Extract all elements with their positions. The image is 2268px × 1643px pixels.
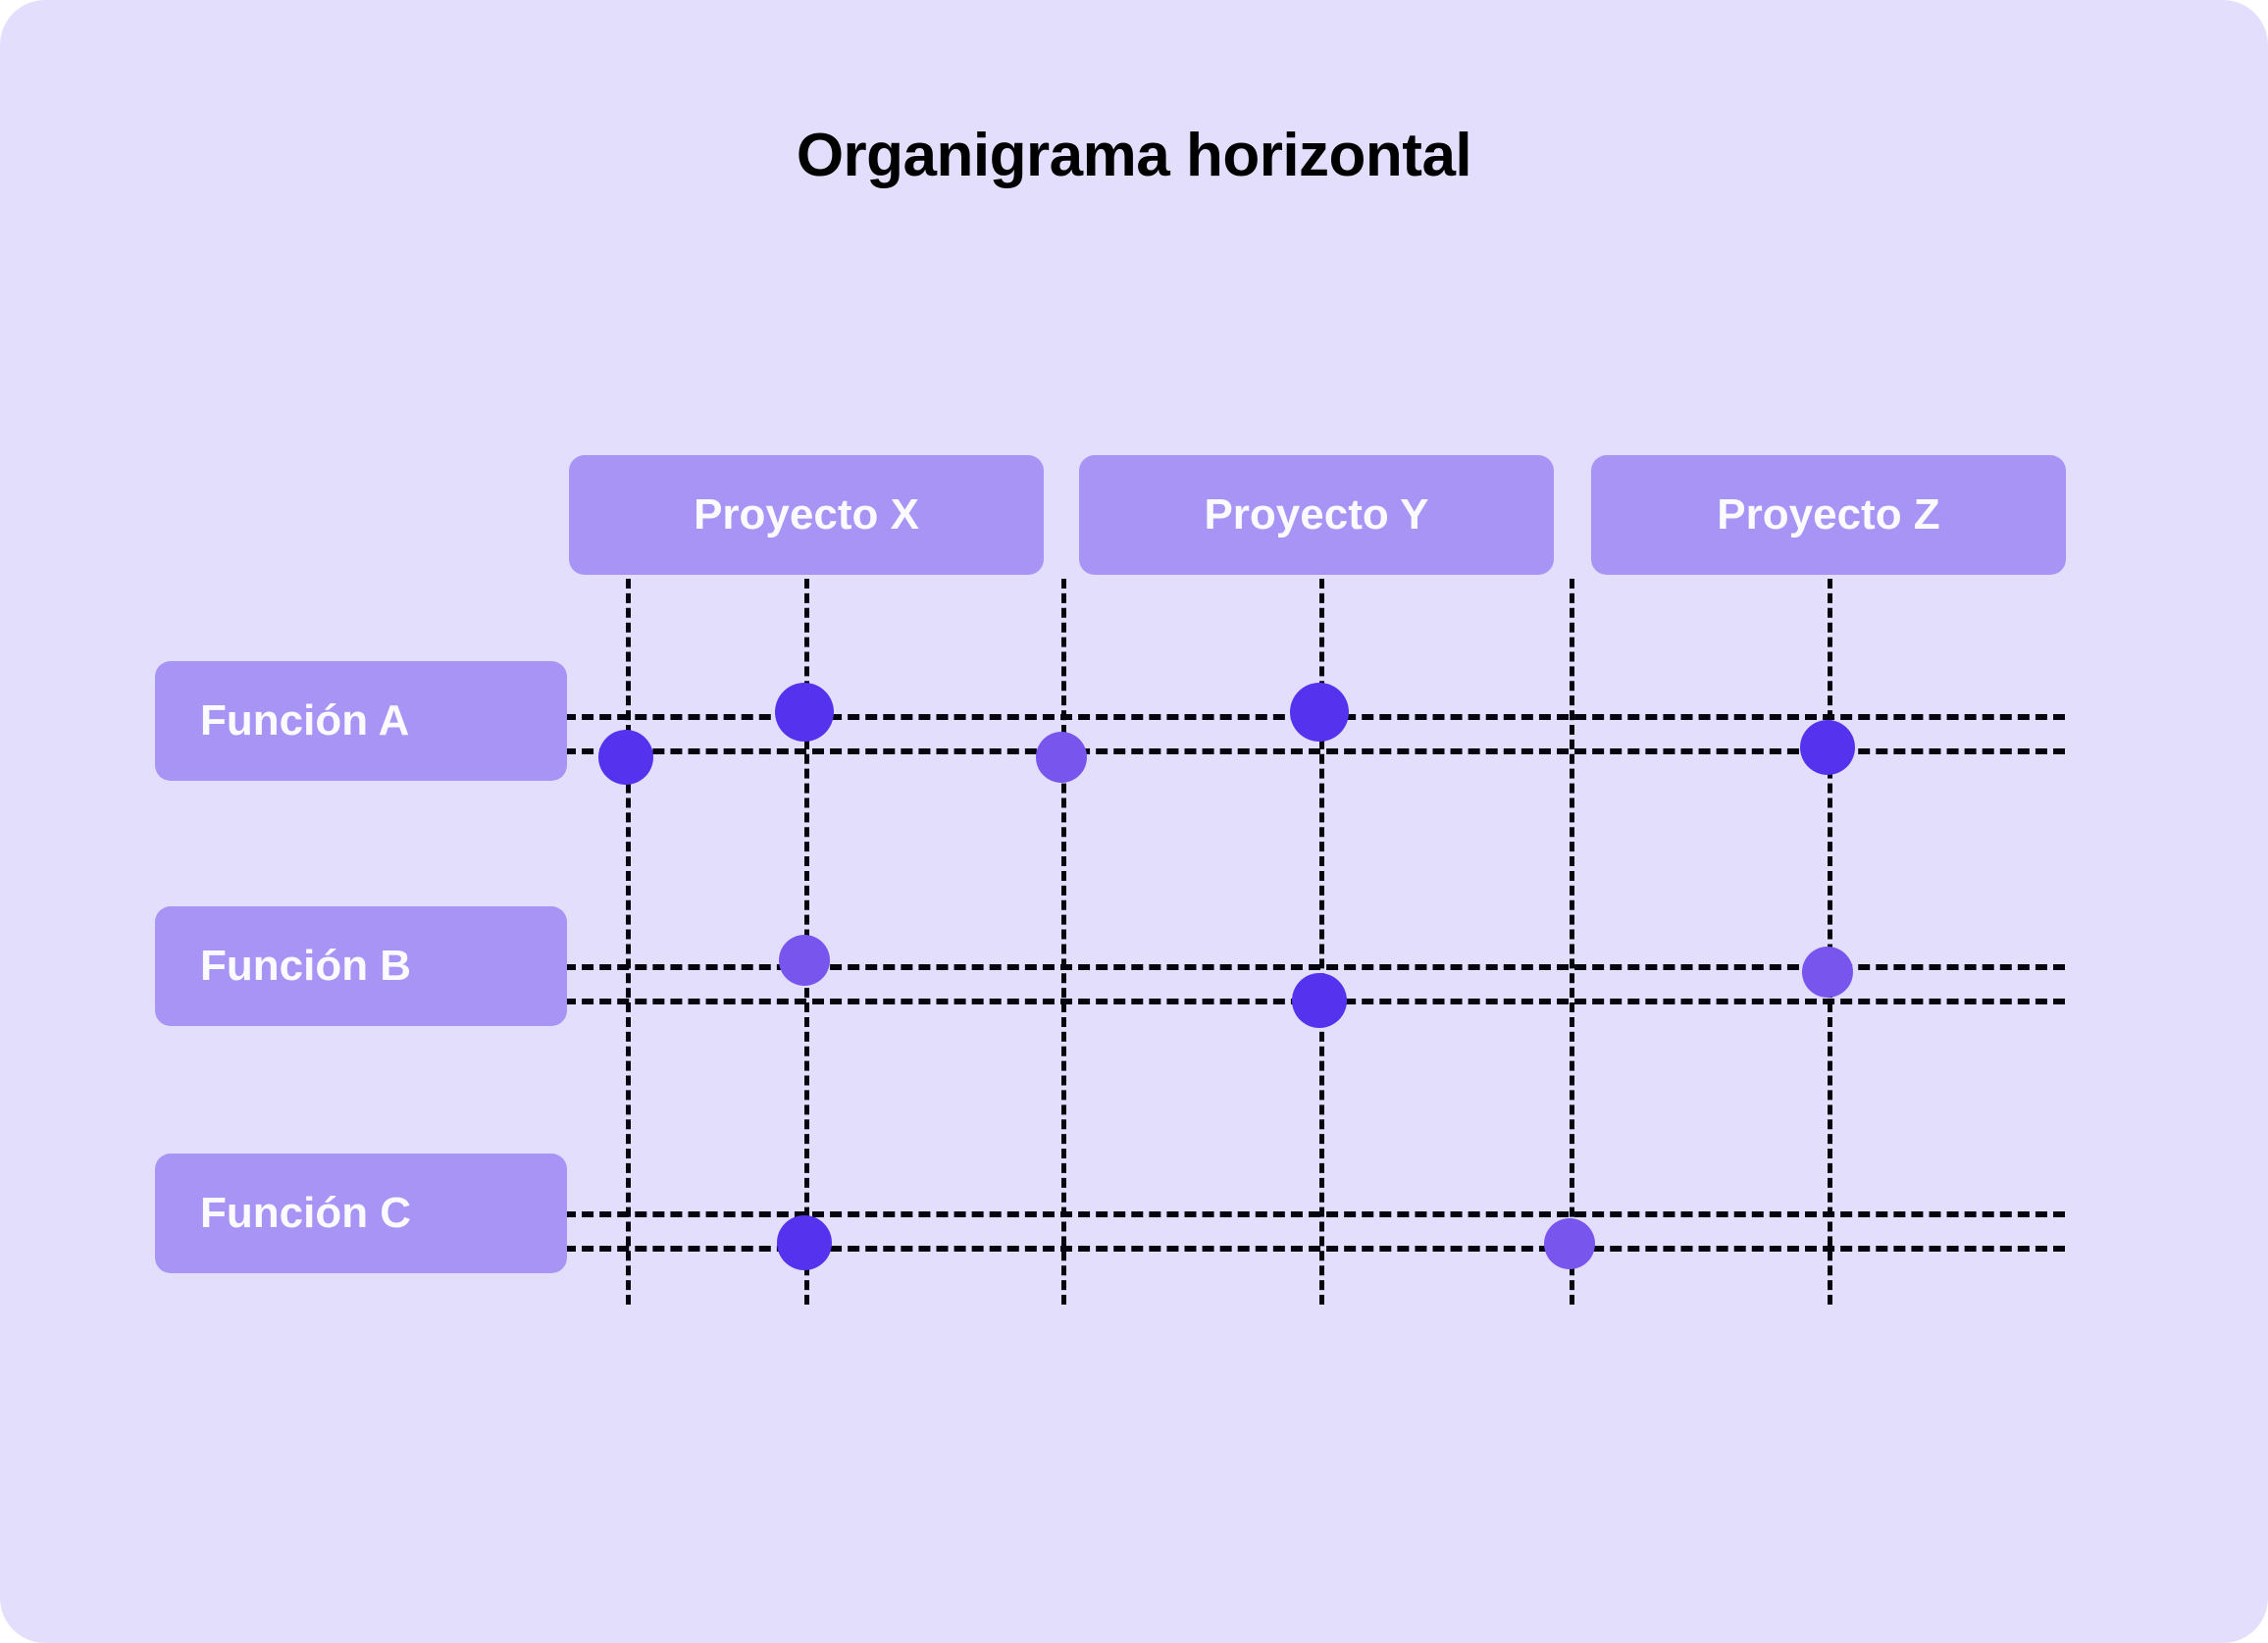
column-label-proyecto-y[interactable]: Proyecto Y [1079, 455, 1554, 575]
gridline-vertical-3 [1061, 579, 1066, 1305]
column-label-proyecto-x[interactable]: Proyecto X [569, 455, 1044, 575]
row-label-text: Función C [200, 1189, 412, 1237]
data-point[interactable] [777, 1215, 832, 1270]
gridline-vertical-4 [1319, 579, 1324, 1305]
data-point[interactable] [1290, 683, 1349, 742]
gridline-horizontal-c1 [564, 1211, 2065, 1217]
data-point[interactable] [1036, 732, 1087, 783]
data-point[interactable] [1292, 973, 1347, 1028]
gridline-vertical-6 [1828, 579, 1832, 1305]
gridline-horizontal-c2 [564, 1246, 2065, 1252]
data-point[interactable] [598, 730, 653, 785]
data-point[interactable] [775, 683, 834, 742]
column-label-text: Proyecto Y [1204, 490, 1429, 539]
page-title: Organigrama horizontal [796, 122, 1472, 189]
column-label-text: Proyecto Z [1717, 490, 1940, 539]
column-label-text: Proyecto X [694, 490, 919, 539]
row-label-funcion-c[interactable]: Función C [155, 1154, 567, 1273]
gridline-horizontal-a2 [564, 748, 2065, 754]
data-point[interactable] [1544, 1218, 1595, 1269]
gridline-vertical-5 [1570, 579, 1574, 1305]
gridline-horizontal-b1 [564, 964, 2065, 970]
column-label-proyecto-z[interactable]: Proyecto Z [1591, 455, 2066, 575]
row-label-funcion-b[interactable]: Función B [155, 906, 567, 1026]
data-point[interactable] [1802, 947, 1853, 998]
data-point[interactable] [1800, 720, 1855, 775]
row-label-text: Función B [200, 942, 412, 990]
data-point[interactable] [779, 935, 830, 986]
gridline-vertical-1 [626, 579, 631, 1305]
row-label-text: Función A [200, 696, 410, 744]
row-label-funcion-a[interactable]: Función A [155, 661, 567, 781]
